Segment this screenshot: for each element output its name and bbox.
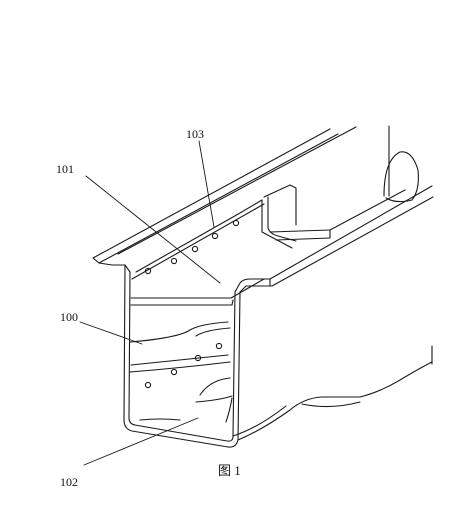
left-flange — [92, 126, 357, 273]
lower-plate — [129, 321, 233, 423]
label-102: 102 — [60, 475, 78, 489]
leader-101 — [85, 175, 221, 284]
upper-hole-row — [144, 219, 240, 275]
channel-stiffener — [269, 189, 406, 241]
hole — [211, 232, 219, 240]
figure-caption: 图 1 — [218, 463, 241, 478]
round-plate — [383, 125, 419, 203]
right-flange — [234, 185, 434, 293]
leader-100 — [79, 321, 143, 345]
hole — [144, 267, 152, 275]
frame-bottom — [232, 345, 433, 441]
label-100: 100 — [60, 310, 78, 324]
leader-102 — [83, 417, 199, 466]
upper-plate — [130, 184, 297, 306]
hole — [170, 368, 178, 376]
hole — [232, 219, 240, 227]
hole — [191, 245, 199, 253]
lower-hole-row — [144, 342, 223, 389]
label-103: 103 — [186, 127, 204, 141]
leader-103 — [198, 140, 215, 228]
hole — [215, 342, 223, 350]
channel-outer-wall — [123, 264, 241, 448]
hole — [144, 381, 152, 389]
hole — [170, 257, 178, 265]
hole — [194, 354, 202, 362]
leader-lines — [79, 140, 221, 466]
label-101: 101 — [56, 162, 74, 176]
channel-inner-top — [131, 199, 265, 280]
